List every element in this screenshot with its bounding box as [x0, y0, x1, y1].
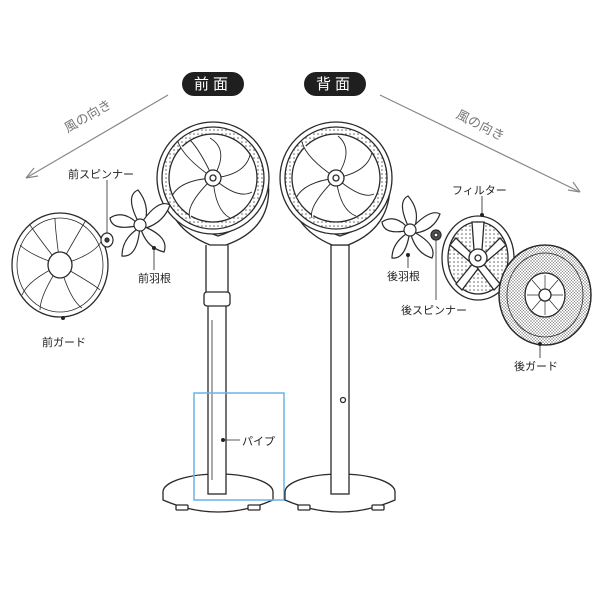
front-spinner	[100, 180, 114, 248]
pipe-highlight-box	[193, 392, 285, 501]
wind-arrow-left	[25, 94, 169, 179]
rear-guard	[498, 244, 592, 346]
label-filter: フィルター	[452, 184, 507, 197]
label-rear-spinner: 後スピンナー	[401, 304, 467, 317]
label-front-blade: 前羽根	[138, 272, 171, 285]
front-fan	[156, 121, 274, 513]
front-blade	[109, 189, 171, 257]
label-pipe: パイプ	[242, 435, 275, 448]
front-view-badge: 前面	[182, 72, 244, 96]
label-rear-guard: 後ガード	[514, 360, 558, 373]
wind-arrow-right	[379, 94, 581, 193]
rear-spinner	[430, 229, 442, 300]
label-front-guard: 前ガード	[42, 336, 86, 349]
front-guard	[11, 212, 109, 318]
back-view-badge: 背面	[304, 72, 366, 96]
label-rear-blade: 後羽根	[387, 270, 420, 283]
label-front-spinner: 前スピンナー	[68, 168, 134, 181]
rear-blade	[381, 195, 441, 259]
back-fan	[279, 121, 396, 513]
filter	[441, 215, 515, 301]
